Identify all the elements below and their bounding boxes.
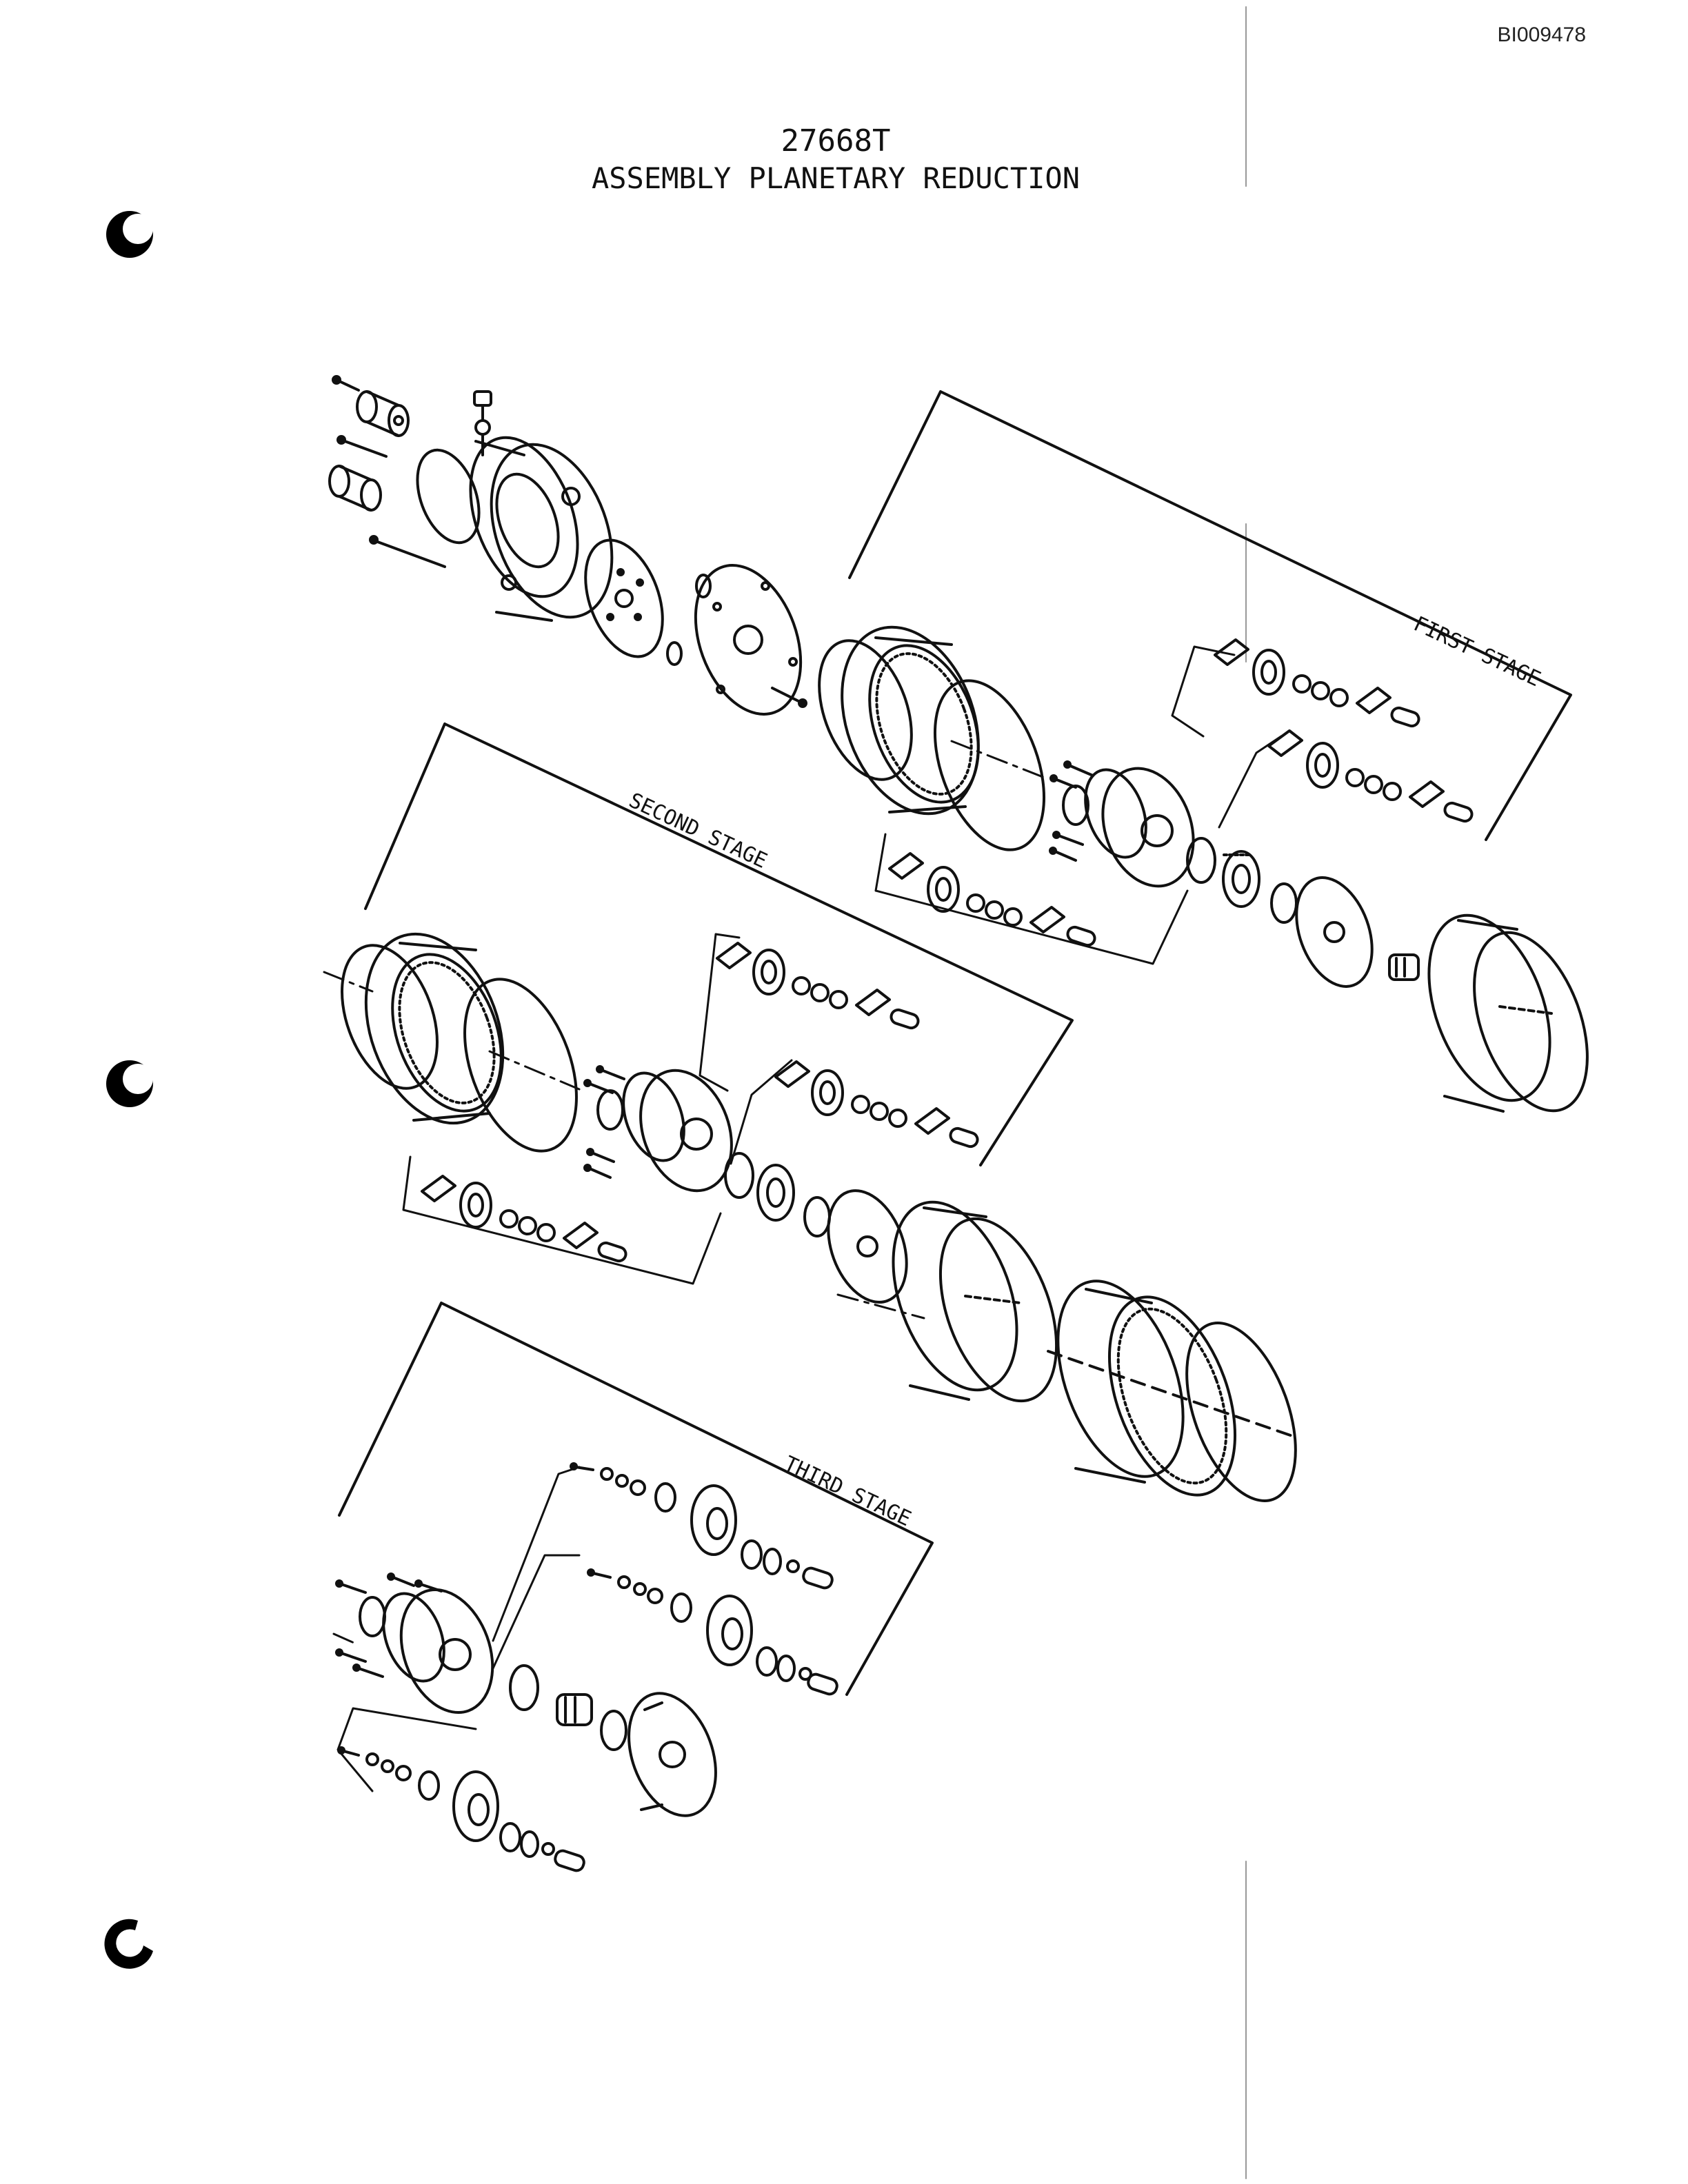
- axis-lines: [323, 740, 1049, 1646]
- second-planet-set-a: [716, 942, 920, 1030]
- third-stage-label: THIRD STAGE: [781, 1452, 915, 1532]
- document-id: BI009478: [1497, 23, 1586, 46]
- second-ring-gear-oring: [341, 944, 439, 1090]
- first-coupling: [1388, 953, 1420, 981]
- punch-hole-top: [106, 211, 153, 258]
- breather-cap: [473, 390, 492, 456]
- brake-housing: [469, 436, 614, 622]
- plate-bolt: [771, 687, 807, 708]
- second-output-plate: [827, 1189, 908, 1304]
- friction-disc: [584, 538, 664, 658]
- pressure-plate: [694, 564, 803, 716]
- output-oring: [1185, 1322, 1297, 1502]
- sub-brackets: [336, 645, 1283, 1792]
- third-carrier: [359, 1588, 494, 1715]
- first-stage-label: FIRST STAGE: [1410, 612, 1545, 692]
- brake-gasket: [416, 448, 481, 545]
- first-ring-gear-oring: [818, 639, 913, 781]
- second-stage-group: [341, 932, 1058, 1403]
- third-sun-gear: [556, 1693, 593, 1726]
- valve-body: [328, 465, 382, 512]
- first-sun-gear: [1222, 850, 1260, 908]
- first-stage-group: [818, 625, 1589, 1113]
- second-bearing-ring: [892, 1200, 1058, 1403]
- third-spacer: [600, 1710, 627, 1751]
- title-block: 27668T ASSEMBLY PLANETARY REDUCTION: [0, 123, 1688, 197]
- third-planet-set-a: [570, 1462, 834, 1590]
- threaded-housing: [356, 390, 410, 437]
- output-ring-group: [1047, 1280, 1298, 1502]
- part-number: 27668T: [781, 123, 891, 159]
- third-thrust-washer: [509, 1664, 539, 1711]
- small-washers: [666, 574, 712, 666]
- punch-holes: [104, 211, 153, 1969]
- punch-hole-bottom: [104, 1919, 153, 1969]
- first-planet-set-c: [888, 852, 1096, 947]
- third-planet-set-c: [337, 1746, 585, 1872]
- third-output-plate: [627, 1692, 717, 1817]
- first-planet-set-a: [1214, 638, 1420, 728]
- second-spacer: [803, 1196, 831, 1237]
- second-sun-gear: [756, 1164, 795, 1222]
- first-spacer: [1270, 882, 1298, 924]
- third-planet-set-b: [587, 1568, 838, 1696]
- second-carrier-pins: [583, 1065, 625, 1179]
- first-carrier-pins: [1049, 760, 1094, 862]
- diagram-title: ASSEMBLY PLANETARY REDUCTION: [591, 161, 1080, 195]
- top-hardware-group: [328, 375, 807, 716]
- second-oring: [463, 978, 578, 1153]
- first-stage-bracket: [848, 390, 1572, 841]
- punch-hole-middle: [106, 1060, 153, 1107]
- long-pin: [369, 535, 446, 568]
- third-stage-bracket: [338, 1302, 934, 1696]
- output-axis-line: [1047, 1350, 1298, 1439]
- first-carrier: [1062, 767, 1195, 888]
- first-output-plate: [1295, 876, 1374, 988]
- first-oring: [933, 679, 1046, 851]
- first-planet-set-b: [1267, 729, 1474, 823]
- small-screw: [332, 375, 360, 392]
- first-thrust-washer: [1186, 837, 1216, 884]
- second-planet-set-c: [421, 1175, 627, 1263]
- second-stage-bracket: [364, 722, 1074, 1166]
- first-bearing-ring: [1427, 913, 1589, 1113]
- third-carrier-pins: [335, 1573, 443, 1678]
- second-stage-label: SECOND STAGE: [625, 789, 771, 873]
- second-ring-gear: [364, 932, 505, 1125]
- output-ring-gear: [1056, 1280, 1237, 1497]
- stud-bolt: [336, 435, 388, 458]
- second-thrust-washer: [724, 1152, 754, 1199]
- third-stage-group: [335, 1462, 838, 1872]
- second-planet-set-b: [774, 1060, 979, 1149]
